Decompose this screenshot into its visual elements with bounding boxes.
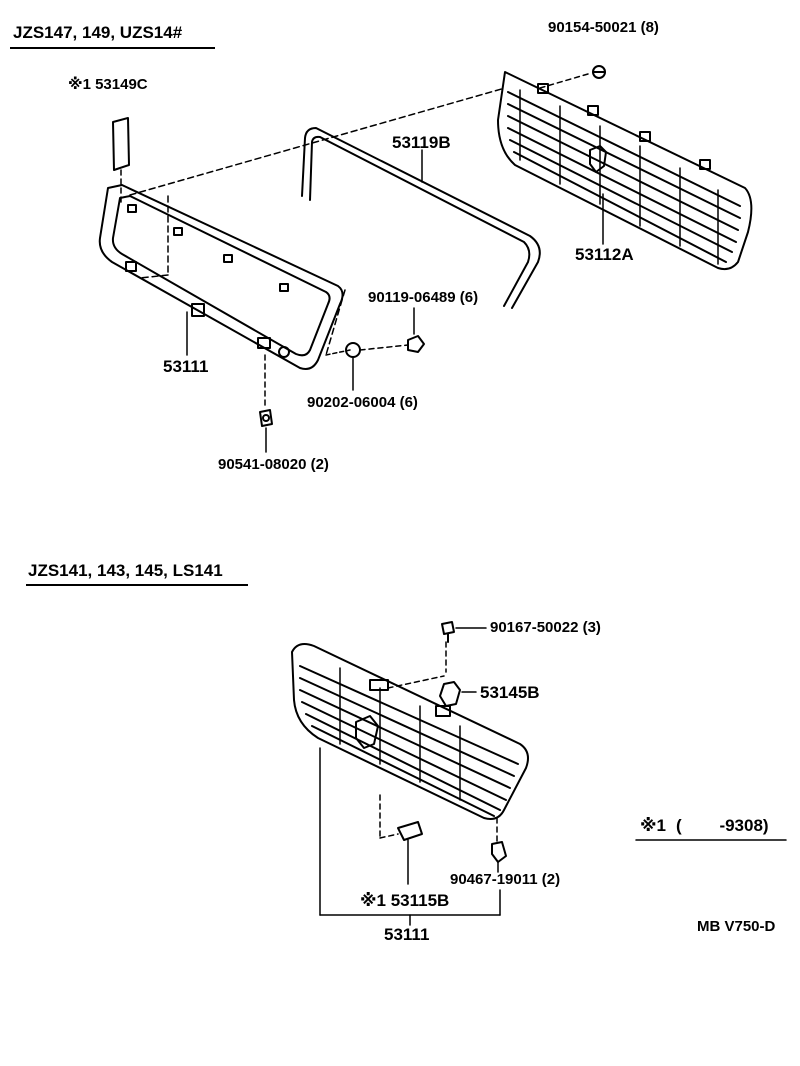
clip-90541 — [259, 409, 273, 427]
screw-90167 — [441, 621, 455, 643]
label-90467: 90467-19011 (2) — [450, 871, 561, 888]
section-title-top: JZS147, 149, UZS14# — [13, 23, 183, 42]
label-53111-bottom: 53111 — [384, 925, 430, 944]
label-53119b: 53119B — [392, 133, 451, 152]
label-53112a: 53112A — [575, 245, 634, 264]
label-90541: 90541-08020 (2) — [218, 456, 329, 473]
bracket-53115b — [397, 821, 423, 885]
label-53111-top: 53111 — [163, 357, 209, 376]
label-53149c: ※1 53149C — [68, 76, 148, 93]
molding-53119b — [301, 127, 541, 309]
screw-90154 — [592, 65, 606, 79]
label-53115b: ※1 53115B — [360, 891, 450, 910]
grille-53112a — [497, 71, 753, 271]
clip-90467 — [491, 841, 507, 863]
figure-code: MB V750-D — [697, 918, 776, 935]
section-title-bottom-underline — [26, 584, 248, 586]
nut-90202 — [345, 342, 361, 358]
footnote-mark: ※1 — [640, 816, 666, 835]
section-title-top-underline — [10, 47, 215, 49]
label-90154: 90154-50021 (8) — [548, 19, 659, 36]
footnote-range: ( -9308) — [676, 816, 769, 835]
clip-53145b — [439, 681, 461, 707]
label-53145b: 53145B — [480, 683, 540, 702]
gasket-53149c — [112, 117, 130, 206]
label-90202: 90202-06004 (6) — [307, 394, 418, 411]
section-title-bottom: JZS141, 143, 145, LS141 — [28, 561, 223, 580]
clip-90119 — [407, 335, 425, 353]
label-90119: 90119-06489 (6) — [368, 289, 479, 306]
label-90167: 90167-50022 (3) — [490, 619, 601, 636]
grille-assembly-lower — [291, 641, 529, 843]
